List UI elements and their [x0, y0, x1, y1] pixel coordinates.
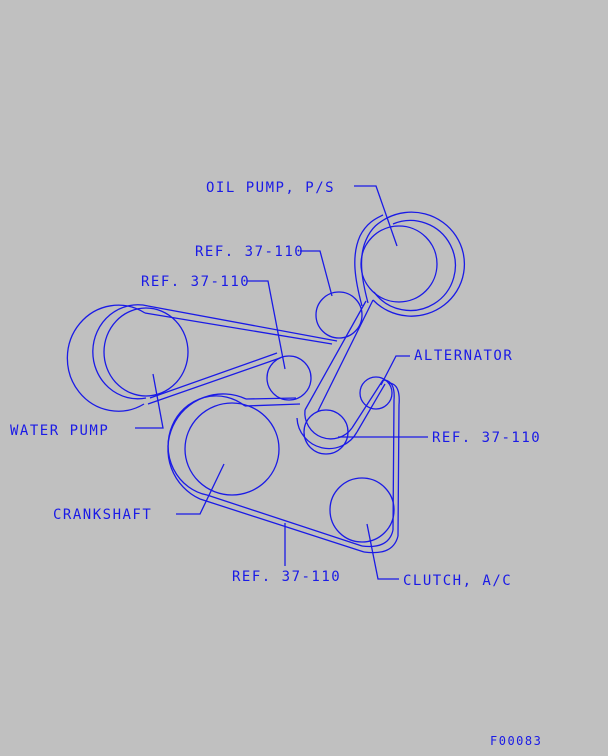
label-ref-idler-mid: REF. 37-110 [141, 274, 251, 290]
figure-code: F00083 [490, 734, 543, 748]
label-clutch-ac: CLUTCH, A/C [403, 573, 513, 589]
label-ref-belt: REF. 37-110 [232, 569, 342, 585]
ac-clutch-pulley [329, 477, 395, 543]
label-ref-tensioner: REF. 37-110 [432, 430, 542, 446]
label-water-pump: WATER PUMP [10, 423, 110, 439]
tensioner-pulley [303, 409, 349, 455]
label-oil-pump-ps: OIL PUMP, P/S [206, 180, 336, 196]
leader-clutch-ac [366, 523, 399, 580]
label-alternator: ALTERNATOR [414, 348, 514, 364]
belt-water-pump-loop [66, 304, 338, 412]
idler-pulley-mid [266, 355, 312, 401]
leader-ref-idler-mid [247, 280, 286, 370]
water-pump-pulley [103, 307, 189, 397]
leader-water-pump [135, 373, 164, 429]
label-ref-idler-top: REF. 37-110 [195, 244, 305, 260]
oil-pump-pulley [360, 225, 438, 303]
alternator-pulley [359, 376, 393, 410]
leader-alternator [380, 355, 410, 386]
leader-crankshaft [176, 463, 225, 515]
belt-serpentine [167, 211, 466, 554]
idler-pulley-top [315, 291, 363, 339]
leader-lines [135, 185, 428, 580]
leader-oil-pump [354, 185, 398, 247]
label-crankshaft: CRANKSHAFT [53, 507, 153, 523]
crankshaft-pulley [184, 402, 280, 496]
leader-ref-idler-top [300, 250, 333, 297]
